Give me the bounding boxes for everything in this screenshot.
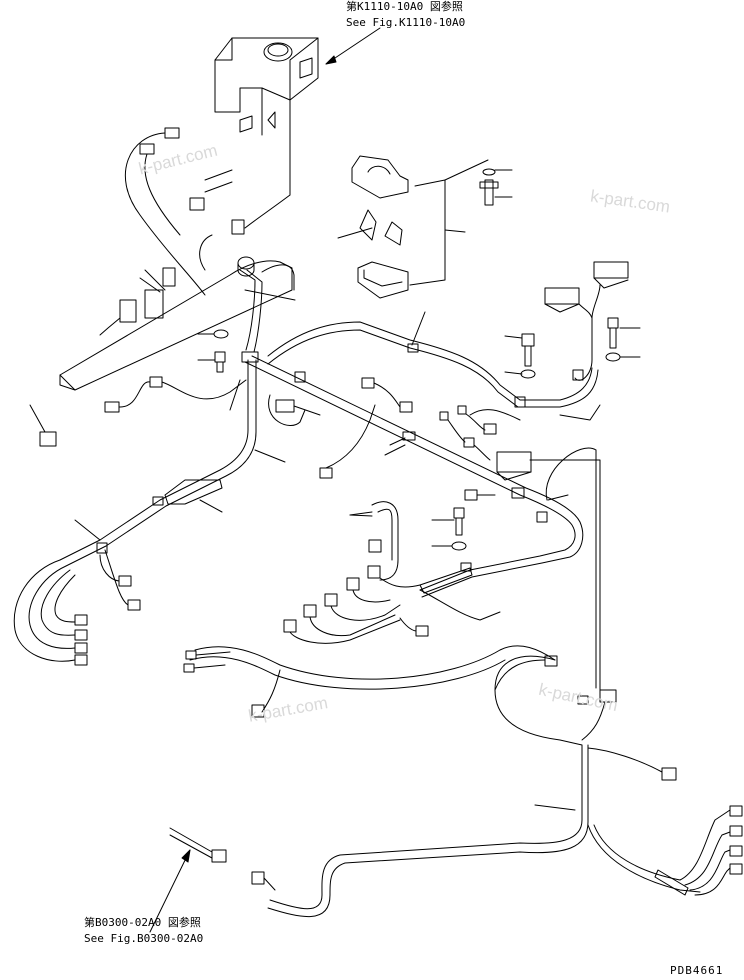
reference-bottom-jp: 第B0300-02A0 図参照 (84, 916, 201, 929)
bolt (605, 317, 641, 362)
connector (593, 261, 629, 279)
connector (368, 539, 382, 553)
bolt (504, 333, 536, 379)
connector (361, 377, 375, 389)
reference-top-jp: 第K1110-10A0 図参照 (346, 0, 463, 13)
connector (319, 467, 333, 479)
connector (251, 704, 265, 718)
relay (189, 197, 205, 211)
connector (251, 871, 265, 885)
wire (124, 132, 206, 296)
connector (544, 287, 580, 305)
leader-lines (29, 277, 601, 811)
cover-bracket (337, 155, 489, 299)
reference-top-en: See Fig.K1110-10A0 (346, 16, 466, 29)
bolt (479, 168, 513, 206)
reference-arrow-bottom (149, 849, 191, 933)
clamp (96, 343, 584, 572)
bracket-assembly (214, 37, 319, 196)
connector (149, 376, 163, 388)
sleeve (164, 479, 223, 505)
connector (104, 401, 120, 413)
reference-arrow-top (325, 27, 381, 65)
sleeve (419, 567, 473, 594)
harness-guard (59, 260, 293, 391)
connector (496, 451, 532, 473)
connector (139, 143, 155, 155)
reference-bottom-en: See Fig.B0300-02A0 (84, 932, 204, 945)
connector (275, 399, 295, 413)
main-harness (59, 264, 599, 598)
drawing-code: PDB4661 (670, 964, 724, 977)
connector (164, 127, 180, 139)
